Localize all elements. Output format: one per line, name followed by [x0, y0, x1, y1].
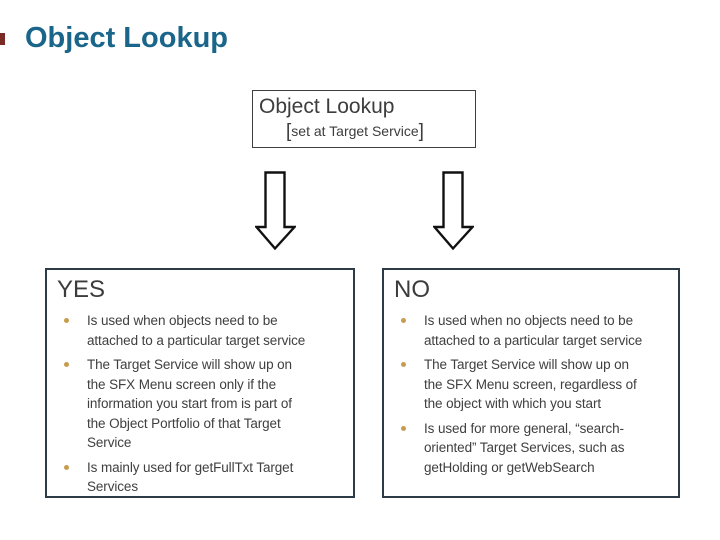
yes-bullet-list: Is used when objects need to be attached… — [47, 311, 353, 497]
open-bracket: [ — [286, 121, 292, 142]
down-arrow-icon — [433, 171, 474, 251]
accent-square — [0, 33, 5, 45]
object-lookup-label-box: Object Lookup [set at Target Service] — [252, 90, 476, 148]
close-bracket: ] — [418, 121, 424, 142]
down-arrow-icon — [255, 171, 296, 251]
list-item: Is used when no objects need to be attac… — [394, 311, 676, 350]
no-bullet-list: Is used when no objects need to be attac… — [384, 311, 678, 477]
bullet-text: Is used for more general, “search- orien… — [424, 420, 625, 475]
bullet-text: Is used when objects need to be attached… — [87, 313, 306, 348]
label-box-line2: [set at Target Service] — [253, 120, 475, 143]
bullet-icon — [401, 318, 406, 323]
bullet-icon — [401, 425, 406, 431]
bullet-icon — [64, 362, 69, 367]
bullet-text: The Target Service will show up on the S… — [424, 357, 637, 411]
bullet-icon — [64, 464, 69, 470]
page-title: Object Lookup — [25, 22, 228, 54]
yes-panel: YES Is used when objects need to be atta… — [45, 268, 355, 498]
bullet-text: Is mainly used for getFullTxt Target Ser… — [87, 459, 294, 495]
bullet-icon — [401, 362, 406, 367]
list-item: Is used for more general, “search- orien… — [394, 419, 676, 478]
label-box-line1: Object Lookup — [259, 95, 395, 118]
bullet-text: The Target Service will show up on the S… — [87, 357, 292, 450]
bullet-text: Is used when no objects need to be attac… — [424, 313, 643, 348]
yes-panel-title: YES — [57, 276, 106, 303]
list-item: Is used when objects need to be attached… — [57, 311, 351, 350]
label-box-line2-text: set at Target Service — [291, 123, 419, 139]
no-panel-title: NO — [394, 276, 430, 303]
list-item: The Target Service will show up on the S… — [394, 355, 676, 414]
no-panel: NO Is used when no objects need to be at… — [382, 268, 680, 498]
list-item: The Target Service will show up on the S… — [57, 355, 351, 453]
list-item: Is mainly used for getFullTxt Target Ser… — [57, 458, 351, 497]
bullet-icon — [64, 318, 69, 323]
